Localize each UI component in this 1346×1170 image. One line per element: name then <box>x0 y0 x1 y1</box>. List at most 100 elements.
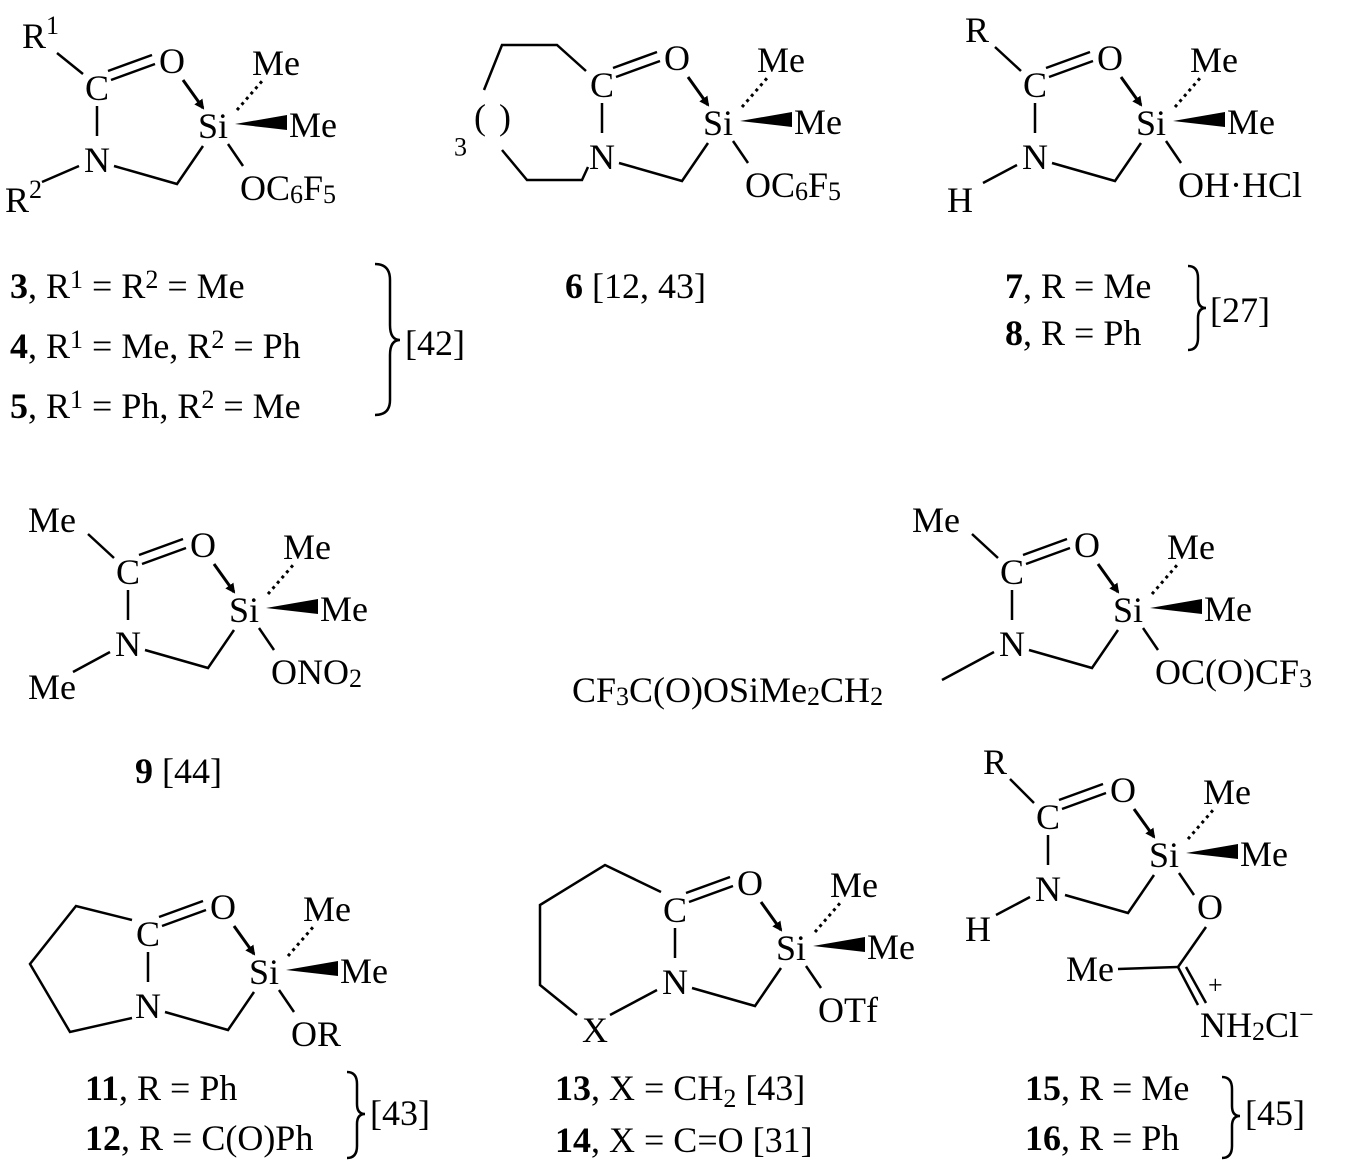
formula-text: , X = CH <box>591 1068 723 1108</box>
compound-number: 7 <box>1005 266 1023 306</box>
caption-6: 6 [12, 43] <box>565 266 706 306</box>
caption-14: 14, X = C=O [31] <box>555 1120 813 1160</box>
compound-number: 6 <box>565 266 583 306</box>
caption-5: 5, R1 = Ph, R2 = Me <box>10 385 301 426</box>
formula-subscript: 2 <box>723 1084 736 1113</box>
atom-Me: Me <box>289 105 337 145</box>
atom-Me: Me <box>1190 40 1238 80</box>
reference: [42] <box>405 323 465 363</box>
atom-Me: Me <box>1204 589 1252 629</box>
atom-Me: Me <box>912 500 960 540</box>
atom-Si: Si <box>229 590 259 630</box>
substituent: OC6F5 <box>240 168 336 209</box>
formula-text: F <box>808 165 828 205</box>
atom-O: O <box>1197 887 1223 927</box>
atom-Si: Si <box>1136 103 1166 143</box>
atom-C: C <box>1023 65 1047 105</box>
atom-Me: Me <box>28 500 76 540</box>
atom-Me: Me <box>303 889 351 929</box>
atom-O: O <box>1097 38 1123 78</box>
atom-O: O <box>1074 525 1100 565</box>
atom-N: N <box>589 137 615 177</box>
atom-O: O <box>737 863 763 903</box>
compound-number: 12 <box>85 1118 121 1158</box>
caption-11: 11, R = Ph <box>85 1068 237 1108</box>
atom-Si: Si <box>776 928 806 968</box>
formula-text: F <box>303 168 323 208</box>
formula-superscript: 2 <box>145 265 158 294</box>
atom-Si: Si <box>249 952 279 992</box>
formula-text: R <box>22 16 46 56</box>
formula-text: = Ph <box>224 326 300 366</box>
formula-subscript: 2 <box>870 682 883 711</box>
formula-text: , R = C(O)Ph <box>121 1118 313 1158</box>
formula-subscript: 6 <box>795 177 808 206</box>
caption-9: 9 [44] <box>135 751 222 791</box>
atom-O: O <box>210 887 236 927</box>
formula-superscript: 2 <box>201 385 214 414</box>
formula-superscript: 1 <box>70 385 83 414</box>
caption-3: 3, R1 = R2 = Me <box>10 265 245 306</box>
formula-text: , X = C=O [31] <box>591 1120 813 1160</box>
atom-Me: Me <box>1066 949 1114 989</box>
formula-superscript: 1 <box>70 325 83 354</box>
substituent: ONO2 <box>271 652 362 693</box>
substituent: OH·HCl <box>1178 165 1302 205</box>
formula-superscript: 1 <box>46 11 59 40</box>
r1-label: R1 <box>22 11 59 56</box>
atom-Me: Me <box>867 927 915 967</box>
formula-subscript: 5 <box>323 180 336 209</box>
structure-15-16: C O Si Me Me N R H O Me + NH2Cl− <box>965 742 1314 1046</box>
compound-number: 16 <box>1025 1118 1061 1158</box>
atom-C: C <box>663 890 687 930</box>
structure-6: C O Si Me Me N OC6F5 ( ) 3 <box>454 38 842 206</box>
compound-number: 11 <box>85 1068 119 1108</box>
formula-text: C(O)OSiMe <box>629 670 807 710</box>
plus-charge: + <box>1208 971 1223 1000</box>
structure-13-14: C O Si Me Me N OTf X <box>538 863 915 1050</box>
compound-number: 13 <box>555 1068 591 1108</box>
atom-Si: Si <box>1113 590 1143 630</box>
formula-text: ONO <box>271 652 349 692</box>
caption-8: 8, R = Ph <box>1005 313 1141 353</box>
atom-O: O <box>1110 770 1136 810</box>
formula-subscript: 2 <box>807 682 820 711</box>
atom-C: C <box>590 65 614 105</box>
atom-Me: Me <box>1240 834 1288 874</box>
structure-11-12: C O Si Me Me N OR <box>28 887 388 1054</box>
formula-subscript: 5 <box>828 177 841 206</box>
substituent: OR <box>291 1014 341 1054</box>
atom-C: C <box>85 68 109 108</box>
atom-Me: Me <box>28 667 76 707</box>
atom-N: N <box>1022 137 1048 177</box>
amide-group: NH2Cl− <box>1200 1000 1314 1046</box>
paren-close: ) <box>499 97 511 137</box>
brace <box>1187 264 1207 352</box>
brace <box>346 1070 366 1160</box>
caption-7: 7, R = Me <box>1005 266 1151 306</box>
r2-label: R2 <box>5 175 42 220</box>
formula-text: CF <box>572 670 616 710</box>
structure-7-8: C O Si Me Me N OH·HCl R H <box>947 10 1302 220</box>
atom-Me: Me <box>283 527 331 567</box>
formula-subscript: 3 <box>1299 664 1312 693</box>
atom-Si: Si <box>1149 835 1179 875</box>
formula-text: = R <box>83 266 145 306</box>
atom-Me: Me <box>252 43 300 83</box>
structure-10: C O Si Me Me N OC(O)CF3 Me <box>912 500 1312 693</box>
atom-X: X <box>582 1010 608 1050</box>
atom-Me: Me <box>830 865 878 905</box>
atom-N: N <box>115 624 141 664</box>
formula-text: , R = Ph <box>1023 313 1141 353</box>
formula-text: R <box>5 180 29 220</box>
formula-superscript: 2 <box>211 325 224 354</box>
reference: [43] <box>370 1093 430 1133</box>
formula-superscript: − <box>1299 1000 1314 1029</box>
formula-text: [43] <box>736 1068 805 1108</box>
reference: [45] <box>1245 1093 1305 1133</box>
formula-text: OC(O)CF <box>1155 652 1299 692</box>
atom-Me: Me <box>757 40 805 80</box>
caption-4: 4, R1 = Me, R2 = Ph <box>10 325 301 366</box>
atom-C: C <box>1036 797 1060 837</box>
atom-O: O <box>190 525 216 565</box>
